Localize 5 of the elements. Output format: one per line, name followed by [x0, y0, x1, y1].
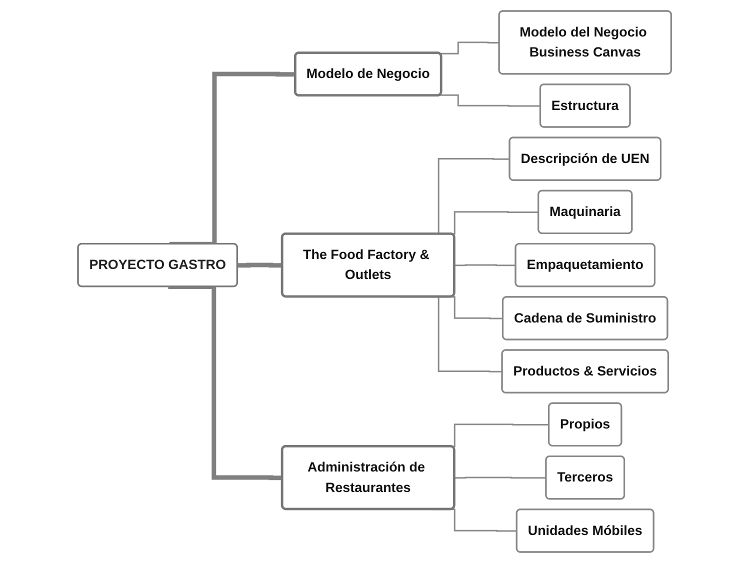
connector	[454, 264, 516, 266]
connector	[238, 262, 283, 268]
connector	[440, 94, 541, 107]
connector	[440, 42, 500, 54]
connector	[454, 476, 547, 479]
